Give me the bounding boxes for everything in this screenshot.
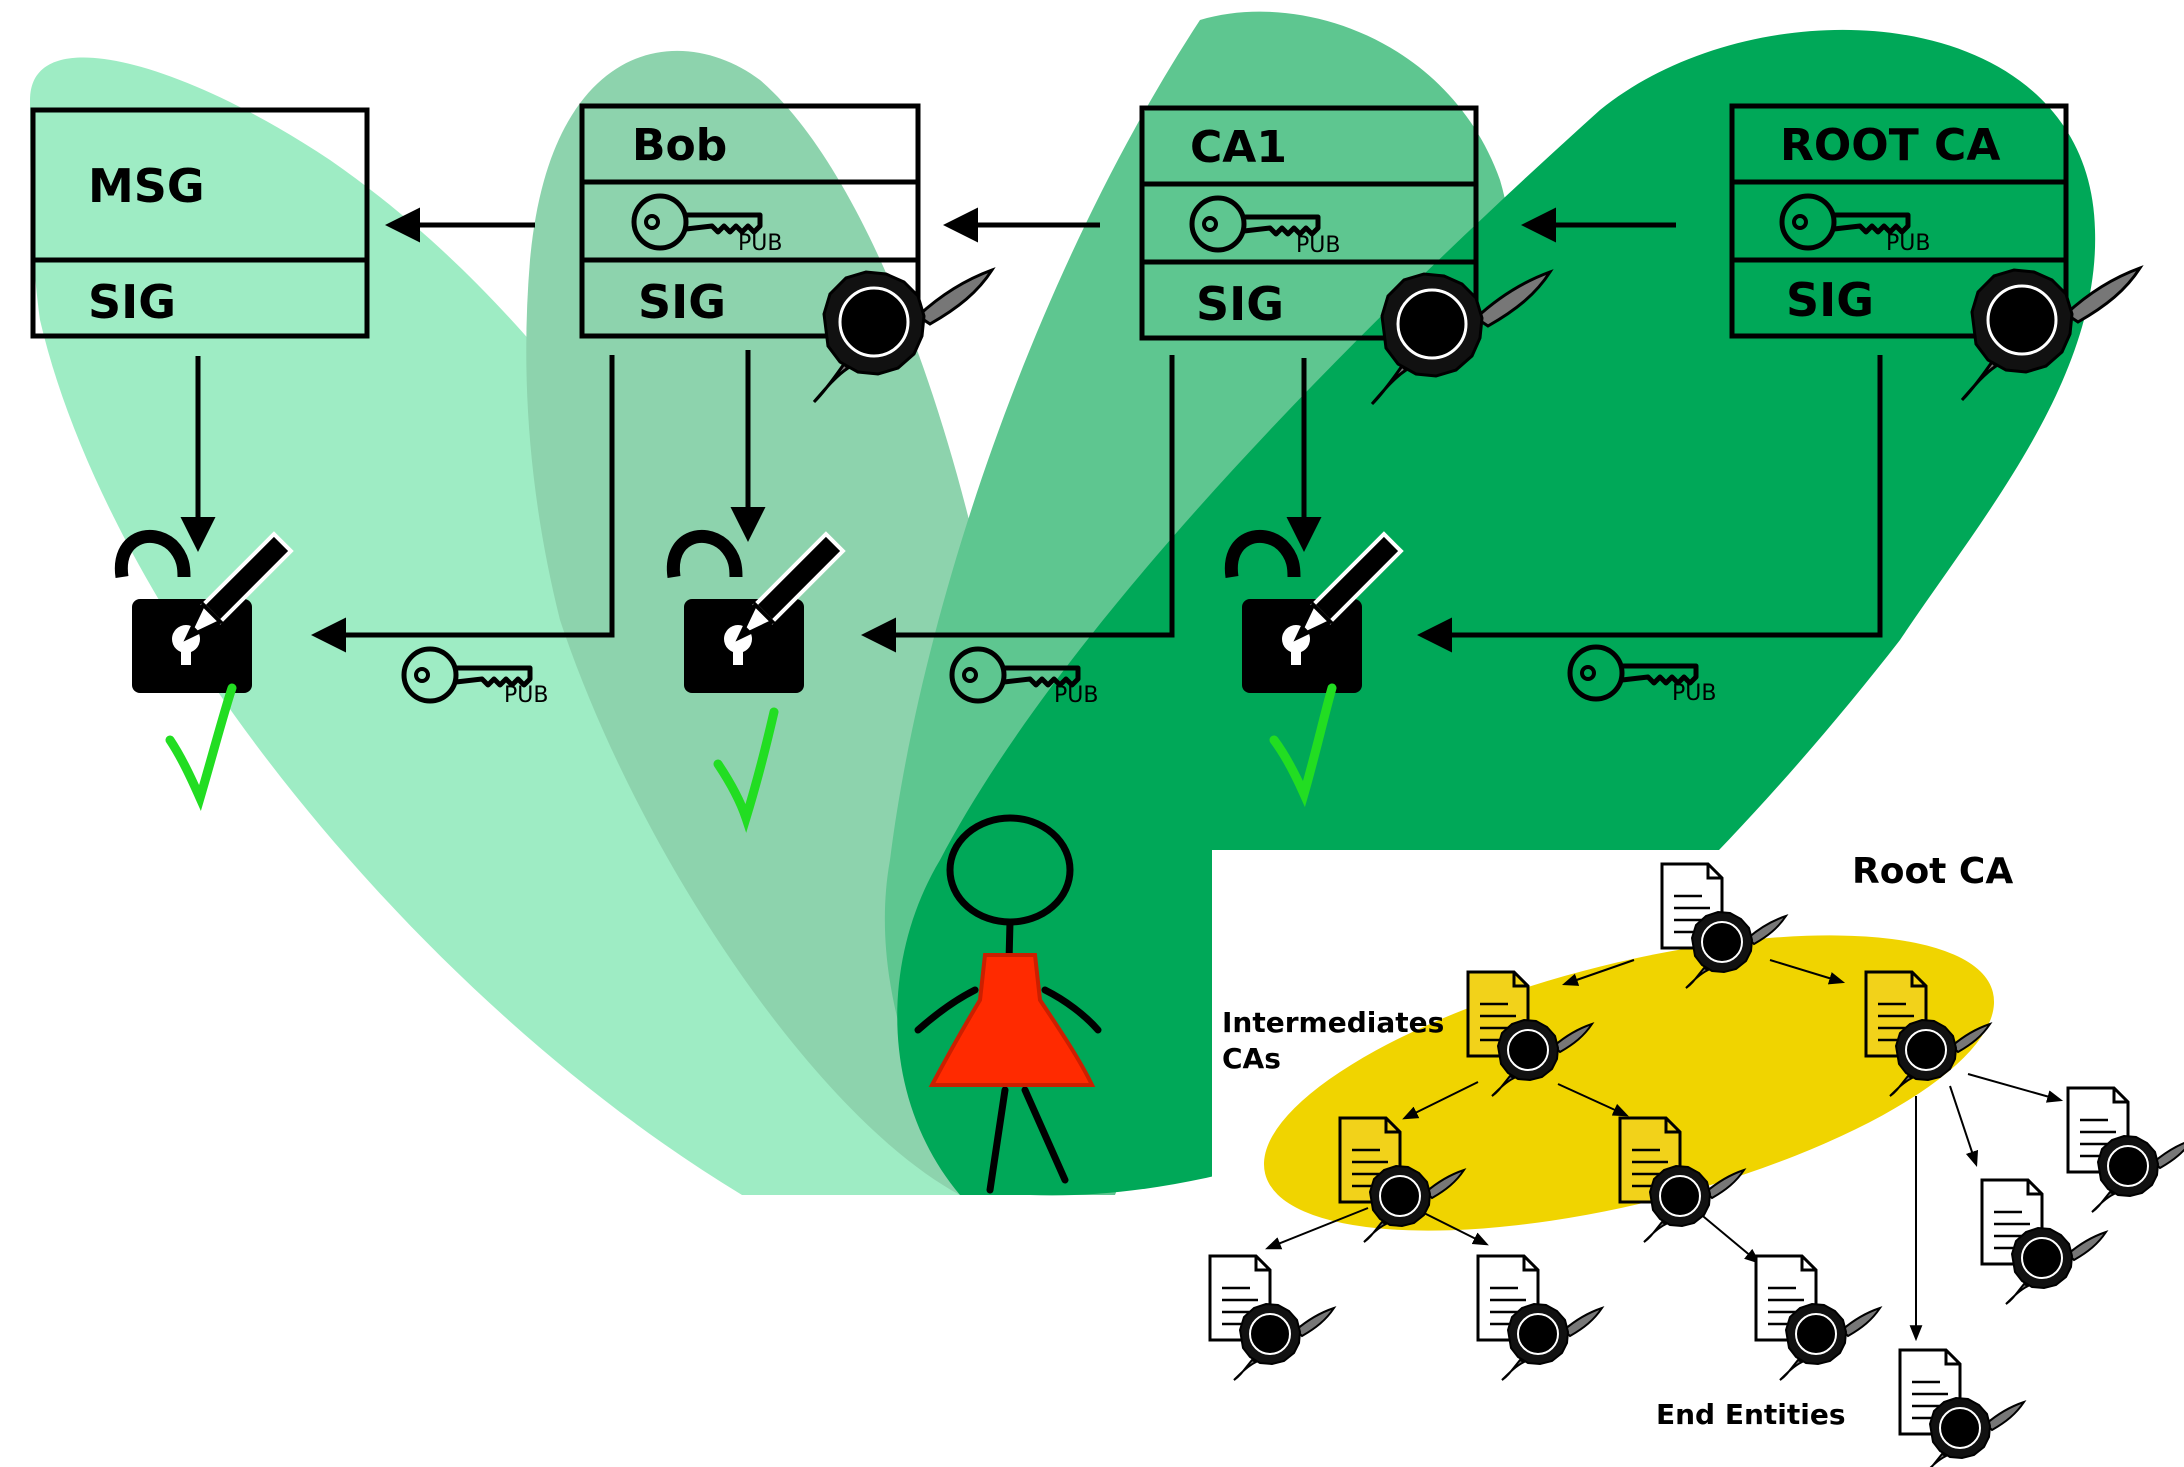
msg-title: MSG xyxy=(88,159,205,213)
transfer-key-pub: PUB xyxy=(504,683,548,708)
root-sig: SIG xyxy=(1786,273,1874,327)
transfer-key-1: PUB xyxy=(404,649,548,708)
ca1-pub: PUB xyxy=(1296,233,1340,258)
chain-arrows xyxy=(180,207,1883,653)
check-icon xyxy=(1269,683,1337,808)
check-icon xyxy=(165,683,237,812)
red-dress xyxy=(928,953,1096,1087)
bob-sig: SIG xyxy=(638,275,726,329)
transfer-key-pub: PUB xyxy=(1054,683,1098,708)
msg-sig: SIG xyxy=(88,275,176,329)
root-pub: PUB xyxy=(1886,231,1930,256)
verify-lock-bob xyxy=(673,534,843,833)
check-icon xyxy=(713,707,779,833)
intermediates-ellipse xyxy=(1263,935,1995,1231)
intermediates-label-cas: CAs xyxy=(1222,1042,1281,1075)
msg-document: MSG SIG xyxy=(30,107,370,339)
bob-pub: PUB xyxy=(738,231,782,256)
transfer-key-pub: PUB xyxy=(1672,681,1716,706)
ca-hierarchy-inset: Root CA Intermediates CAs End Entities xyxy=(1208,850,2184,1467)
zone-root xyxy=(897,29,2096,1196)
verify-lock-msg xyxy=(121,534,291,812)
bob-title: Bob xyxy=(632,120,727,171)
ca1-sig: SIG xyxy=(1196,277,1284,331)
intermediates-label: Intermediates xyxy=(1222,1006,1444,1039)
stick-figure xyxy=(914,814,1102,1194)
bob-certificate: Bob PUB SIG xyxy=(579,103,994,404)
root-ca-label: Root CA xyxy=(1852,851,2013,892)
root-ca-certificate: ROOT CA PUB SIG xyxy=(1729,103,2142,402)
transfer-key-3: PUB xyxy=(1570,647,1716,706)
root-title: ROOT CA xyxy=(1780,120,2000,171)
ca1-title: CA1 xyxy=(1190,122,1287,173)
end-entities-label: End Entities xyxy=(1656,1398,1846,1431)
transfer-key-2: PUB xyxy=(952,649,1098,708)
verify-lock-ca1 xyxy=(1231,534,1401,808)
ca1-certificate: CA1 PUB SIG xyxy=(1139,105,1552,406)
